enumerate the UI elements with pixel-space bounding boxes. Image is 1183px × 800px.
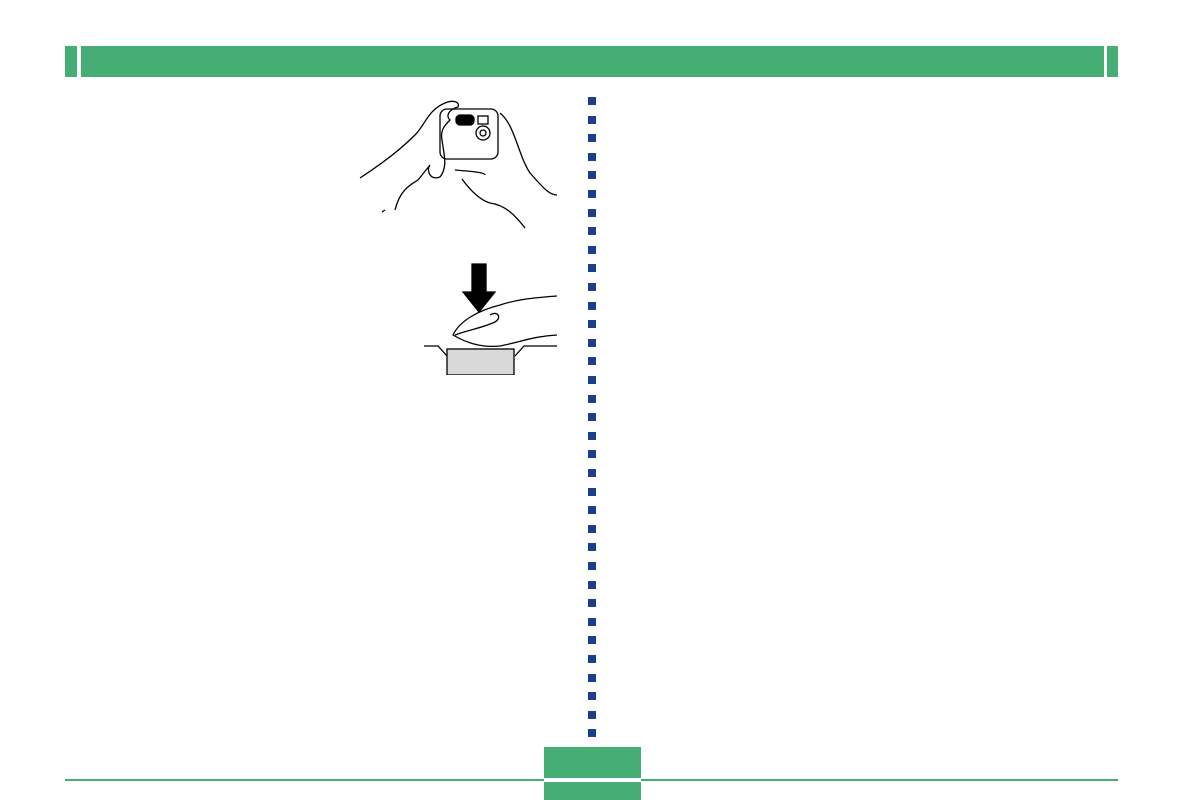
divider-dot	[588, 413, 596, 422]
divider-dot	[588, 524, 596, 533]
divider-dot	[588, 245, 596, 254]
divider-dot	[588, 134, 596, 143]
finger-pressing-shutter-illustration	[424, 263, 558, 375]
divider-dot	[588, 190, 596, 198]
divider-dot	[588, 208, 596, 217]
page-number-box-bottom	[544, 782, 641, 800]
divider-dot	[588, 301, 596, 310]
column-divider-dots	[588, 97, 596, 738]
divider-dot	[588, 376, 596, 384]
divider-dot	[588, 338, 596, 347]
divider-dot	[588, 357, 596, 366]
divider-dot	[588, 617, 596, 626]
page-number-box-top	[544, 747, 641, 778]
divider-dot	[588, 450, 596, 459]
divider-dot	[588, 599, 596, 608]
hands-holding-camera-illustration	[359, 100, 558, 229]
divider-dot	[588, 115, 596, 124]
divider-dot	[588, 710, 596, 719]
divider-dot	[588, 506, 596, 515]
divider-dot	[588, 580, 596, 589]
divider-dot	[588, 692, 596, 701]
divider-dot	[588, 729, 596, 738]
divider-dot	[588, 655, 596, 663]
footer-line-right	[641, 779, 1118, 781]
divider-dot	[588, 487, 596, 496]
divider-dot	[588, 562, 596, 570]
divider-dot	[588, 543, 596, 552]
divider-dot	[588, 227, 596, 236]
divider-dot	[588, 283, 596, 291]
header-right-tab	[1107, 46, 1118, 77]
header-left-tab	[65, 46, 77, 77]
header-bar	[81, 46, 1104, 77]
divider-dot	[588, 431, 596, 440]
divider-dot	[588, 171, 596, 180]
divider-dot	[588, 673, 596, 682]
divider-dot	[588, 97, 596, 105]
divider-dot	[588, 152, 596, 161]
divider-dot	[588, 636, 596, 645]
footer-line-left	[65, 779, 544, 781]
divider-dot	[588, 320, 596, 329]
divider-dot	[588, 394, 596, 403]
divider-dot	[588, 469, 596, 477]
divider-dot	[588, 264, 596, 273]
